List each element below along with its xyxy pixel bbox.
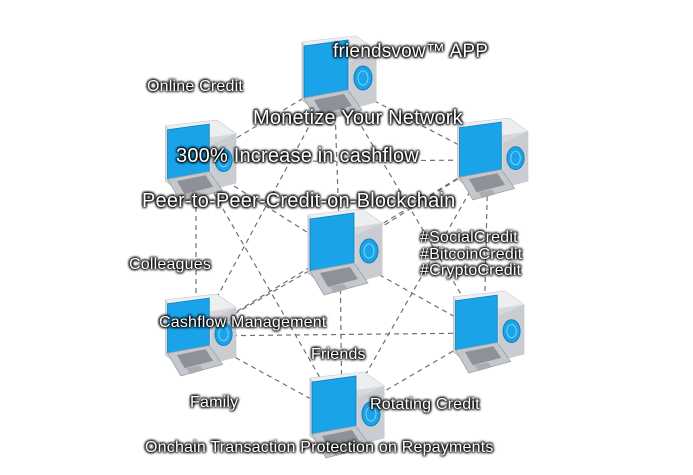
coin-icon — [214, 148, 233, 172]
coin-icon — [214, 322, 233, 346]
coin-icon — [361, 401, 381, 427]
social-credit-label: #SocialCredit — [420, 229, 518, 246]
edge-upper-right-lower-left — [195, 159, 489, 337]
laptop-cube-node-center — [307, 208, 383, 296]
network-nodes — [165, 35, 529, 459]
laptop-cube-node-upper-left — [165, 119, 237, 203]
onchain-protection-label: Onchain Transaction Protection on Repaym… — [145, 439, 494, 456]
monetize-network-label: Monetize Your Network — [253, 107, 463, 129]
edge-top-lower-left — [195, 79, 335, 337]
online-credit-label: Online Credit — [147, 78, 243, 95]
edge-lower-left-lower-right — [195, 332, 485, 337]
coin-icon — [502, 319, 521, 343]
laptop-cube-node-lower-right — [453, 290, 525, 374]
p2p-credit-label: Peer-to-Peer-Credit-on-Blockchain — [142, 190, 456, 212]
cashflow-increase-label: 300% Increase in cashflow — [176, 145, 419, 167]
app-title-label: friendsvow™ APP — [333, 41, 489, 62]
coin-icon — [359, 238, 379, 264]
laptop-cube-node-lower-left — [165, 293, 237, 377]
edge-upper-left-upper-right — [195, 159, 489, 163]
coin-icon — [353, 65, 373, 91]
friends-label: Friends — [311, 346, 366, 363]
cashflow-management-label: Cashflow Management — [159, 314, 327, 331]
rotating-credit-label: Rotating Credit — [370, 396, 480, 413]
laptop-cube-node-bottom — [309, 371, 385, 459]
laptop-cube-node-top — [301, 35, 377, 123]
bitcoin-credit-label: #BitcoinCredit — [420, 246, 523, 263]
edge-upper-left-bottom — [195, 161, 343, 417]
laptop-cube-node-upper-right — [457, 117, 529, 201]
colleagues-label: Colleagues — [129, 256, 212, 273]
edge-top-lower-right — [333, 79, 485, 334]
coin-icon — [506, 146, 525, 170]
crypto-credit-label: #CryptoCredit — [420, 262, 522, 279]
family-label: Family — [190, 394, 239, 411]
